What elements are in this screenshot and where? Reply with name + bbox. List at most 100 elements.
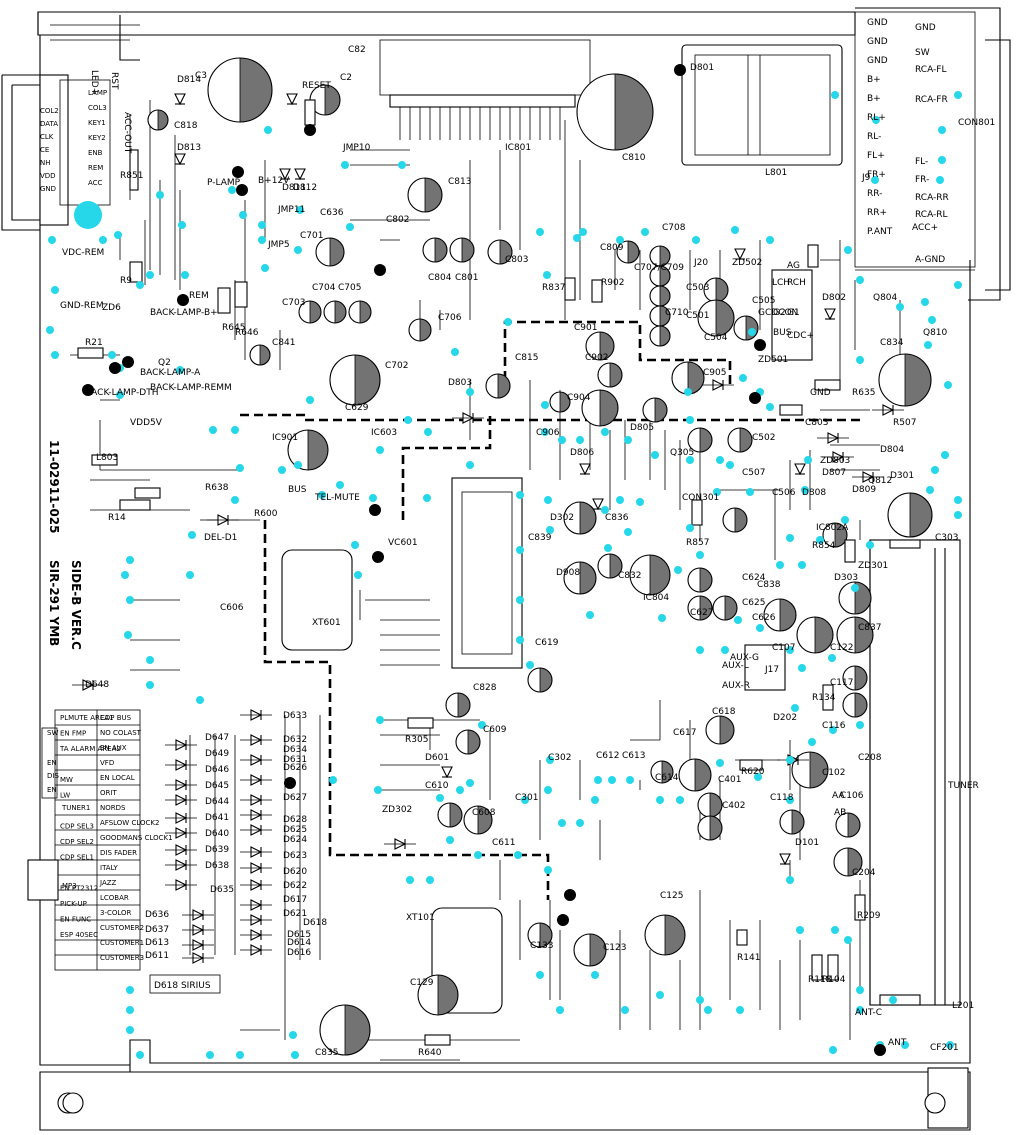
solder-pad <box>766 403 774 411</box>
resistor <box>811 954 823 981</box>
solder-pad <box>306 396 314 404</box>
connector-pin-label: RR- <box>867 189 882 199</box>
jumper-wires <box>240 320 860 900</box>
component-label: D908 <box>556 568 580 578</box>
solder-dot <box>372 551 384 563</box>
resistor <box>739 759 763 771</box>
capacitor <box>697 299 735 337</box>
option-label: LCOBAR <box>100 894 129 902</box>
diode-label: D631 <box>283 755 307 765</box>
left-pin-label-right: REM <box>88 164 103 172</box>
capacitor <box>147 109 169 131</box>
component-label: C609 <box>483 725 507 735</box>
solder-pad <box>558 819 566 827</box>
solder-pad <box>231 426 239 434</box>
solder-pad <box>594 776 602 784</box>
component-label: C705 <box>338 283 361 293</box>
solder-pad <box>739 374 747 382</box>
diode <box>240 794 272 806</box>
capacitor <box>563 561 597 595</box>
solder-pad <box>748 328 756 336</box>
solder-pad <box>146 271 154 279</box>
option-label: PICK-UP <box>60 900 87 908</box>
diode <box>779 853 791 866</box>
solder-dot <box>754 339 766 351</box>
ic801-header <box>379 39 591 140</box>
diode <box>579 463 591 476</box>
solder-pad <box>924 341 932 349</box>
diode-label: D623 <box>283 851 307 861</box>
capacitor <box>563 501 597 535</box>
connector-side-label: GND <box>915 23 936 33</box>
solder-pad <box>944 381 952 389</box>
option-label: EN LOCAL <box>100 774 135 782</box>
component-label: C507 <box>742 468 765 478</box>
connector-side-label: ACC+ <box>912 223 938 233</box>
diode <box>165 827 197 839</box>
component-label: C303 <box>935 533 958 543</box>
solder-pad <box>856 986 864 994</box>
sirius-note: D618 SIRIUS <box>154 981 211 991</box>
component-label: BACK-LAMP-DTH <box>85 388 158 398</box>
solder-pad <box>713 488 721 496</box>
left-top-label: LED+ <box>89 70 99 95</box>
diode <box>240 734 272 746</box>
solder-pad <box>801 486 809 494</box>
component-label: ZD502 <box>732 258 762 268</box>
solder-pad <box>341 161 349 169</box>
solder-pad <box>828 654 836 662</box>
component-label: J17 <box>764 665 779 675</box>
connector-pin-label: FR+ <box>867 170 886 180</box>
component-label: C302 <box>548 753 571 763</box>
diode-label: D634 <box>283 745 307 755</box>
component-label: ZD302 <box>382 805 412 815</box>
option-label: PLMUTE AREA1 <box>60 714 114 722</box>
component-label: D802 <box>822 293 846 303</box>
resistor <box>564 277 576 301</box>
solder-pad <box>236 464 244 472</box>
solder-pad <box>601 428 609 436</box>
component-label: C837 <box>858 623 881 633</box>
capacitor <box>616 240 640 264</box>
component-label: C618 <box>712 707 736 717</box>
solder-pad <box>866 541 874 549</box>
solder-pad <box>126 986 134 994</box>
component-label: C809 <box>600 243 624 253</box>
component-label: IC603 <box>371 428 397 438</box>
diode <box>592 498 604 511</box>
component-label: TUNER <box>947 781 979 791</box>
solder-pad <box>526 661 534 669</box>
solder-pad <box>516 546 524 554</box>
diode <box>240 774 272 786</box>
solder-pad <box>231 496 239 504</box>
solder-pad <box>146 656 154 664</box>
component-label: C801 <box>455 273 478 283</box>
solder-pad <box>731 226 739 234</box>
solder-dot <box>304 124 316 136</box>
solder-pad <box>558 436 566 444</box>
component-label: R902 <box>601 278 624 288</box>
solder-pad <box>734 616 742 624</box>
component-label: R646 <box>235 328 259 338</box>
component-label: Q804 <box>873 293 898 303</box>
solder-pad <box>369 494 377 502</box>
capacitor <box>650 760 674 784</box>
component-label: D804 <box>880 445 904 455</box>
component-label: C503 <box>686 283 709 293</box>
connector-pin-label: RL+ <box>867 113 886 123</box>
component-label: C813 <box>448 177 471 187</box>
solder-pad <box>936 176 944 184</box>
connector-pin-label: GND <box>867 37 888 47</box>
solder-dot <box>374 264 386 276</box>
solder-pad <box>928 316 936 324</box>
component-label: R14 <box>108 513 126 523</box>
audio-connector-block <box>854 11 976 271</box>
capacitor <box>649 325 671 347</box>
con301 <box>451 477 523 669</box>
solder-pad <box>336 481 344 489</box>
solder-pad <box>556 1006 564 1014</box>
component-label: D803 <box>448 378 472 388</box>
component-label: VDD5V <box>130 418 163 428</box>
component-label: B+12V <box>258 176 290 186</box>
component-label: C606 <box>220 603 244 613</box>
